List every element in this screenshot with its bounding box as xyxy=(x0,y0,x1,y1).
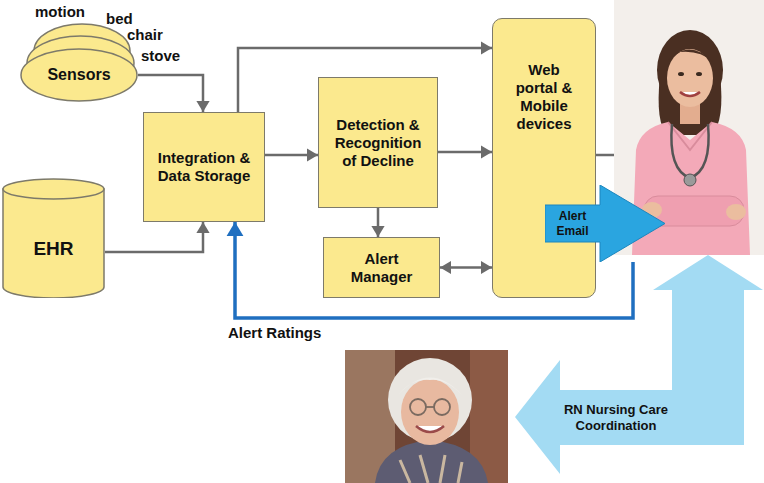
flow-arrow xyxy=(371,208,384,237)
node-text: Alert Manager xyxy=(342,250,422,286)
connector-line xyxy=(138,75,203,112)
care-arrow: RN Nursing Care Coordination xyxy=(515,255,763,475)
process-box: Detection & Recognition of Decline xyxy=(318,77,438,208)
patient-photo xyxy=(345,350,508,483)
alert-arrow: Alert Email xyxy=(545,185,665,262)
node-text: EHR xyxy=(33,238,73,261)
text-area: Sensors xyxy=(20,48,138,102)
flow-arrow xyxy=(440,261,492,274)
database-cylinder: EHR xyxy=(2,178,105,298)
process-box: Alert Manager xyxy=(323,237,440,298)
flow-arrow xyxy=(105,222,210,252)
arrow-head xyxy=(227,222,244,236)
connector-line xyxy=(105,222,203,252)
edge-label: Alert Ratings xyxy=(228,325,321,340)
plain-line xyxy=(596,154,614,157)
process-box: Integration & Data Storage xyxy=(143,112,265,222)
arrow-head xyxy=(481,145,492,158)
text-area: Integration & Data Storage xyxy=(144,117,264,217)
sensor-ellipse: Sensors xyxy=(20,48,138,102)
flow-arrow xyxy=(265,148,318,161)
arrow-head xyxy=(196,101,209,112)
sensor-label: motion xyxy=(35,4,85,19)
node-text: Detection & Recognition of Decline xyxy=(330,116,426,170)
process-box: Web portal & Mobile devices xyxy=(492,18,596,298)
arrow-head xyxy=(371,226,384,237)
arrow-head xyxy=(440,261,451,274)
sensor-label: chair xyxy=(127,27,163,42)
node-text: Sensors xyxy=(47,65,110,84)
sensor-label: bed xyxy=(106,11,133,26)
shape-outline xyxy=(515,255,763,475)
node-text: RN Nursing Care Coordination xyxy=(560,402,672,433)
text-area: Alert Email xyxy=(545,205,600,242)
node-text: Integration & Data Storage xyxy=(156,149,252,185)
sensor-label: stove xyxy=(141,48,180,63)
text-area: Detection & Recognition of Decline xyxy=(319,82,437,203)
text-area: Alert Manager xyxy=(324,242,439,293)
text-area: EHR xyxy=(2,200,105,298)
node-text: Web portal & Mobile devices xyxy=(508,61,580,133)
arrow-head xyxy=(196,222,209,233)
text-area: RN Nursing Care Coordination xyxy=(560,390,672,445)
arrow-head xyxy=(481,41,492,54)
arrow-head xyxy=(481,261,492,274)
flow-arrow xyxy=(438,145,492,158)
text-area: Web portal & Mobile devices xyxy=(493,61,595,293)
flow-arrow xyxy=(138,75,210,112)
arrow-head xyxy=(307,148,318,161)
node-text: Alert Email xyxy=(545,209,600,238)
